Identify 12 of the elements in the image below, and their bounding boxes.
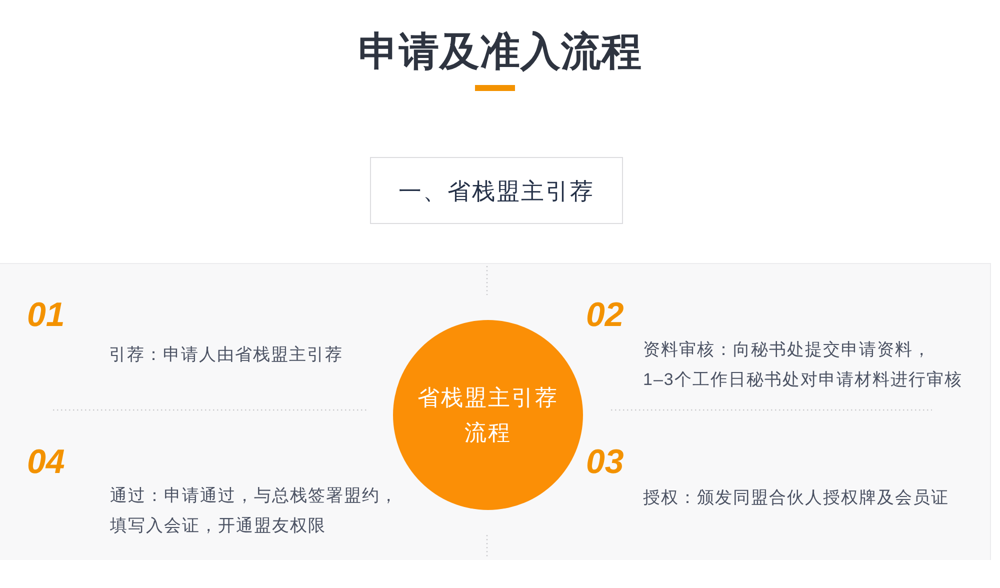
- step-number: 02: [586, 298, 624, 332]
- step-description: 资料审核：向秘书处提交申请资料，1–3个工作日秘书处对申请材料进行审核: [643, 339, 964, 391]
- circle-label: 省栈盟主引荐流程: [416, 384, 560, 447]
- step-number: 03: [586, 445, 624, 479]
- heading-box: [370, 157, 623, 224]
- step-number: 01: [27, 298, 65, 332]
- step-description: 通过：申请通过，与总栈签署盟约，填写入会证，开通盟友权限: [110, 485, 399, 537]
- section-heading: 一、省栈盟主引荐: [398, 176, 594, 206]
- page-title: 申请及准入流程: [357, 29, 643, 76]
- step-number: 04: [27, 445, 65, 479]
- step-description: 引荐：申请人由省栈盟主引荐: [109, 344, 344, 366]
- step-description: 授权：颁发同盟合伙人授权牌及会员证: [643, 487, 950, 509]
